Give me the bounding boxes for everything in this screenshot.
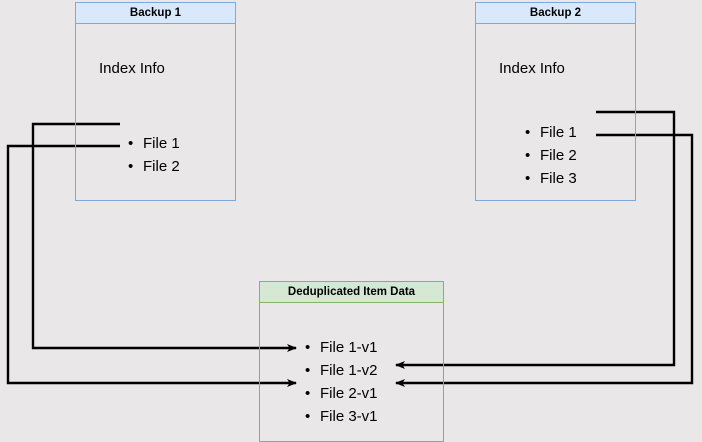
node-backup-1[interactable]: Backup 1 Index Info File 1 File 2 — [75, 2, 236, 201]
backup-2-file-list: File 1 File 2 File 3 — [525, 124, 577, 193]
backup-1-index-info-label: Index Info — [99, 60, 165, 77]
node-backup-1-title: Backup 1 — [75, 2, 236, 24]
node-backup-1-body: Index Info File 1 File 2 — [75, 24, 236, 201]
dedup-item-list: File 1-v1 File 1-v2 File 2-v1 File 3-v1 — [305, 339, 378, 431]
list-item: File 1-v2 — [305, 362, 378, 380]
list-item: File 3 — [525, 170, 577, 188]
list-item: File 3-v1 — [305, 408, 378, 426]
list-item: File 2-v1 — [305, 385, 378, 403]
node-backup-2-body: Index Info File 1 File 2 File 3 — [475, 24, 636, 201]
node-deduplicated-item-data[interactable]: Deduplicated Item Data File 1-v1 File 1-… — [259, 281, 444, 442]
node-dedup-body: File 1-v1 File 1-v2 File 2-v1 File 3-v1 — [259, 303, 444, 442]
backup-2-index-info-label: Index Info — [499, 60, 565, 77]
node-backup-2[interactable]: Backup 2 Index Info File 1 File 2 File 3 — [475, 2, 636, 201]
node-backup-2-title: Backup 2 — [475, 2, 636, 24]
list-item: File 1-v1 — [305, 339, 378, 357]
list-item: File 1 — [128, 135, 180, 153]
list-item: File 2 — [128, 158, 180, 176]
list-item: File 2 — [525, 147, 577, 165]
node-dedup-title: Deduplicated Item Data — [259, 281, 444, 303]
backup-1-file-list: File 1 File 2 — [128, 135, 180, 181]
list-item: File 1 — [525, 124, 577, 142]
